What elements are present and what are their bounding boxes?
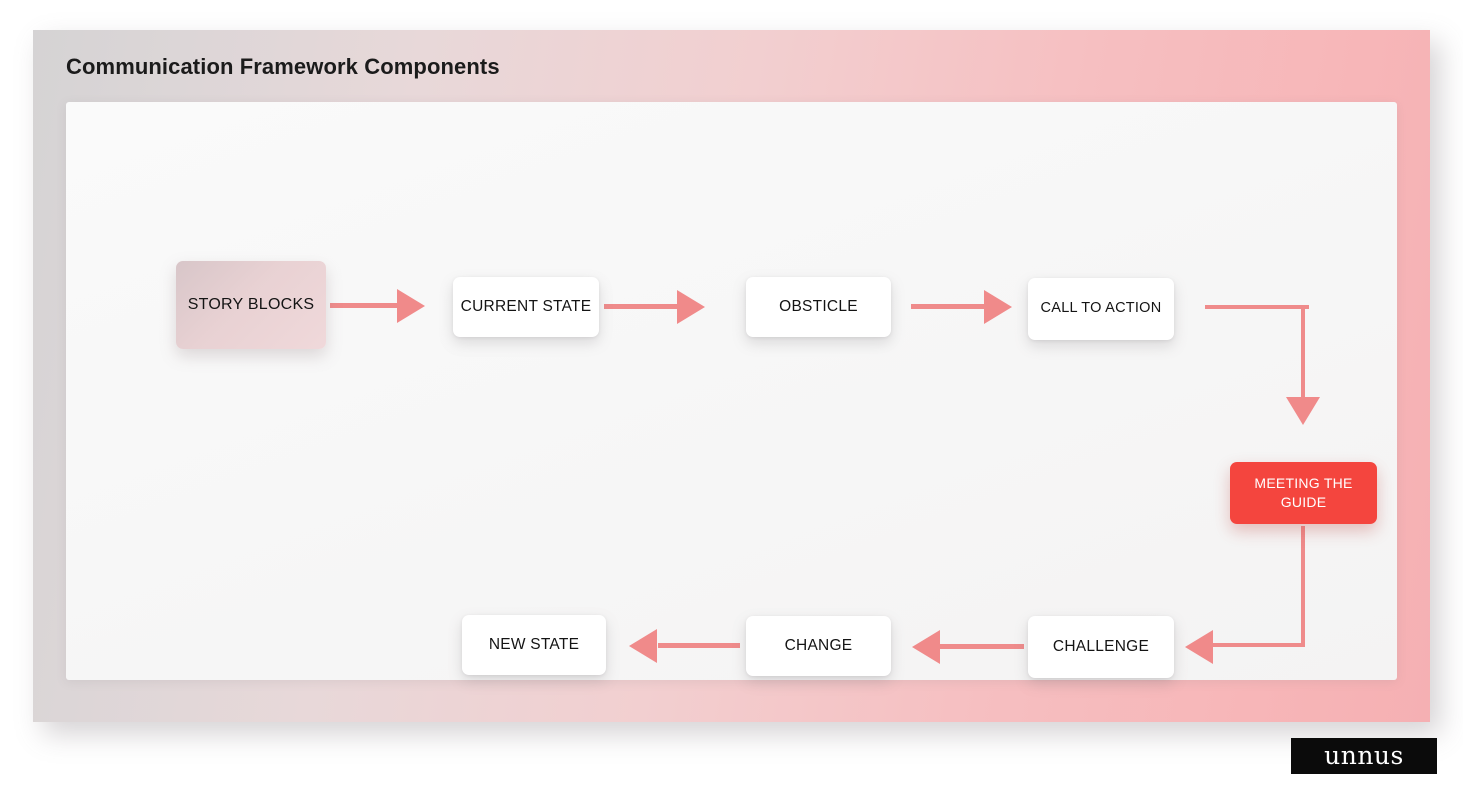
brand-logo-text: unnus (1324, 740, 1404, 770)
connector-line-vertical (1301, 305, 1305, 402)
arrowhead-left-icon (1185, 630, 1213, 664)
flow-node-story-blocks[interactable]: STORY BLOCKS (176, 261, 326, 349)
arrowhead-right-icon (677, 290, 705, 324)
flow-node-call-to-action[interactable]: CALL TO ACTION (1028, 278, 1174, 340)
diagram-panel: STORY BLOCKS CURRENT STATE OBSTICLE CALL… (66, 102, 1397, 680)
connector-line (330, 303, 400, 308)
arrowhead-right-icon (984, 290, 1012, 324)
flow-node-meeting-the-guide[interactable]: MEETING THE GUIDE (1230, 462, 1377, 524)
brand-logo: unnus (1291, 738, 1437, 774)
connector-line (658, 643, 740, 648)
flow-node-change[interactable]: CHANGE (746, 616, 891, 676)
flow-node-current-state[interactable]: CURRENT STATE (453, 277, 599, 337)
flow-node-challenge[interactable]: CHALLENGE (1028, 616, 1174, 678)
arrowhead-right-icon (397, 289, 425, 323)
arrowhead-left-icon (629, 629, 657, 663)
connector-line (604, 304, 680, 309)
connector-line-horizontal (1206, 643, 1305, 647)
framework-card: Communication Framework Components (33, 30, 1430, 722)
arrowhead-down-icon (1286, 397, 1320, 425)
flow-node-new-state[interactable]: NEW STATE (462, 615, 606, 675)
connector-line-horizontal (1205, 305, 1309, 309)
connector-line (911, 304, 987, 309)
arrowhead-left-icon (912, 630, 940, 664)
page-title: Communication Framework Components (66, 54, 500, 79)
connector-line (940, 644, 1024, 649)
connector-line-vertical (1301, 526, 1305, 645)
flow-node-obsticle[interactable]: OBSTICLE (746, 277, 891, 337)
